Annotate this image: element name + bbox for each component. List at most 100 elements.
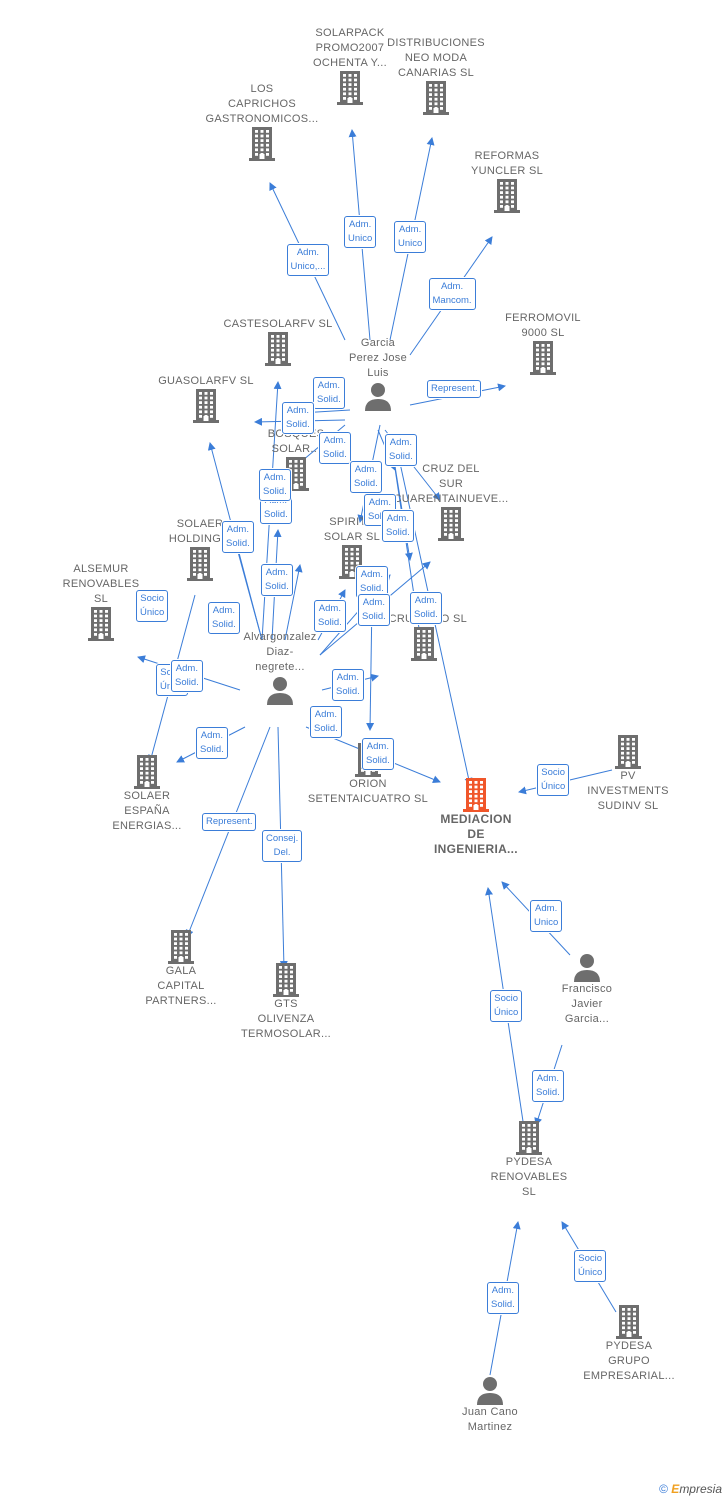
edge-label: Adm. Solid. xyxy=(196,727,228,759)
building-icon xyxy=(106,930,256,964)
edge-label: Socio Único xyxy=(136,590,169,622)
node-ferromovil[interactable]: FERROMOVIL 9000 SL xyxy=(468,311,618,375)
node-gala[interactable]: GALA CAPITAL PARTNERS... xyxy=(106,930,256,1009)
node-label: ALSEMUR RENOVABLES SL xyxy=(62,563,140,605)
node-juan[interactable]: Juan Cano Martinez xyxy=(415,1375,565,1435)
building-icon xyxy=(211,963,361,997)
edge-label: Adm. Solid. xyxy=(208,602,240,634)
edge-label: Adm. Solid. xyxy=(282,402,314,434)
node-label: GTS OLIVENZA TERMOSOLAR... xyxy=(240,998,332,1040)
edge-label: Adm. Solid. xyxy=(332,669,364,701)
node-alvargonzalez[interactable]: Alvargonzalez Diaz- negrete... xyxy=(205,630,355,705)
node-label: PV INVESTMENTS SUDINV SL xyxy=(587,770,669,812)
building-icon xyxy=(432,179,582,213)
node-mediacion[interactable]: MEDIACION DE INGENIERIA... xyxy=(401,778,551,857)
edge-label: Adm. Solid. xyxy=(410,592,442,624)
node-label: Francisco Javier Garcia... xyxy=(561,983,613,1025)
node-label: CRUZ DEL SUR CUARENTAINUEVE... xyxy=(393,463,509,505)
edge-label: Adm. Solid. xyxy=(171,660,203,692)
node-guasolar[interactable]: GUASOLARFV SL xyxy=(131,374,281,423)
node-francisco[interactable]: Francisco Javier Garcia... xyxy=(512,952,662,1027)
edge-label: Adm. Unico,... xyxy=(286,244,330,276)
edge-label: Represent. xyxy=(427,380,482,398)
edge-label: Adm. Solid. xyxy=(362,738,394,770)
node-label: PYDESA RENOVABLES SL xyxy=(490,1156,568,1198)
node-distribuciones[interactable]: DISTRIBUCIONES NEO MODA CANARIAS SL xyxy=(361,36,511,115)
node-label: Garcia Perez Jose Luis xyxy=(348,337,408,379)
edge-label: Represent. xyxy=(202,813,257,831)
brand-logo-letter: E xyxy=(671,1482,680,1496)
edge-line-28 xyxy=(185,726,271,938)
node-label: SPIRITU SOLAR SL xyxy=(323,516,381,543)
footer-brand: © Empresia xyxy=(659,1482,722,1496)
edge-label: Socio Único xyxy=(574,1250,607,1282)
node-label: Alvargonzalez Diaz- negrete... xyxy=(243,631,317,673)
edge-label: Socio Único xyxy=(537,764,570,796)
node-pydesagrupo[interactable]: PYDESA GRUPO EMPRESARIAL... xyxy=(554,1305,704,1384)
node-castesolar[interactable]: CASTESOLARFV SL xyxy=(203,317,353,366)
building-icon xyxy=(554,1305,704,1339)
node-label: ORION SETENTAICUATRO SL xyxy=(307,778,429,805)
building-icon xyxy=(349,627,499,661)
edge-label: Adm. Solid. xyxy=(222,521,254,553)
brand-name: mpresia xyxy=(679,1482,722,1496)
node-label: DISTRIBUCIONES NEO MODA CANARIAS SL xyxy=(387,37,485,79)
node-label: SOLAER ESPAÑA ENERGIAS... xyxy=(112,790,182,832)
person-icon xyxy=(205,675,355,705)
edge-label: Consej. Del. xyxy=(262,830,303,862)
edge-label: Adm. Solid. xyxy=(319,432,351,464)
node-label: SOLAER HOLDING... xyxy=(168,518,232,545)
edge-line-19 xyxy=(284,564,303,641)
edge-label: Adm. Solid. xyxy=(313,377,345,409)
building-icon xyxy=(203,332,353,366)
node-pydesa[interactable]: PYDESA RENOVABLES SL xyxy=(454,1121,604,1200)
edge-label: Adm. Solid. xyxy=(261,564,293,596)
building-icon xyxy=(187,127,337,161)
node-caprichos[interactable]: LOS CAPRICHOS GASTRONOMICOS... xyxy=(187,82,337,161)
edge-label: Adm. Unico xyxy=(394,221,427,253)
node-label: GUASOLARFV SL xyxy=(158,375,254,387)
person-icon xyxy=(303,381,453,411)
building-icon xyxy=(361,81,511,115)
building-icon xyxy=(131,389,281,423)
person-icon xyxy=(512,952,662,982)
edge-label: Adm. Solid. xyxy=(350,461,382,493)
edge-label: Adm. Unico xyxy=(530,900,563,932)
node-label: GALA CAPITAL PARTNERS... xyxy=(145,965,217,1007)
copyright-symbol: © xyxy=(659,1482,668,1496)
edge-label: Adm. Mancom. xyxy=(428,278,476,310)
building-icon xyxy=(454,1121,604,1155)
node-alsemur[interactable]: ALSEMUR RENOVABLES SL xyxy=(26,562,176,641)
edge-label: Adm. Solid. xyxy=(532,1070,564,1102)
node-pv[interactable]: PV INVESTMENTS SUDINV SL xyxy=(553,735,703,814)
edge-label: Adm. Unico xyxy=(344,216,377,248)
edge-label: Adm. Solid. xyxy=(259,469,291,501)
node-label: PYDESA GRUPO EMPRESARIAL... xyxy=(583,1340,675,1382)
building-icon xyxy=(72,755,222,789)
node-solaeresp[interactable]: SOLAER ESPAÑA ENERGIAS... xyxy=(72,755,222,834)
node-label: FERROMOVIL 9000 SL xyxy=(505,312,581,339)
node-label: SOLARPACK PROMO2007 OCHENTA Y... xyxy=(313,27,387,69)
node-gts[interactable]: GTS OLIVENZA TERMOSOLAR... xyxy=(211,963,361,1042)
node-cruz[interactable]: CRUZ DEL SUR CUARENTAINUEVE... xyxy=(376,462,526,541)
building-icon xyxy=(125,547,275,581)
building-icon xyxy=(376,507,526,541)
node-reformas[interactable]: REFORMAS YUNCLER SL xyxy=(432,149,582,213)
building-icon xyxy=(277,545,427,579)
building-icon xyxy=(401,778,551,812)
node-label: Juan Cano Martinez xyxy=(462,1406,518,1433)
node-garcia[interactable]: Garcia Perez Jose Luis xyxy=(303,336,453,411)
building-icon xyxy=(553,735,703,769)
node-solaerhold[interactable]: SOLAER HOLDING... xyxy=(125,517,275,581)
node-label: LOS CAPRICHOS GASTRONOMICOS... xyxy=(205,83,319,125)
edge-label: Adm. Solid. xyxy=(358,594,390,626)
edge-label: Adm. Solid. xyxy=(382,510,414,542)
edge-label: Adm. Solid. xyxy=(487,1282,519,1314)
node-solarpack[interactable]: SOLARPACK PROMO2007 OCHENTA Y... xyxy=(275,26,425,105)
edge-label: Adm. Solid. xyxy=(314,600,346,632)
node-label: MEDIACION DE INGENIERIA... xyxy=(434,812,518,856)
building-icon xyxy=(26,607,176,641)
person-icon xyxy=(415,1375,565,1405)
node-label: CASTESOLARFV SL xyxy=(223,318,333,330)
edge-label: Adm. Solid. xyxy=(310,706,342,738)
